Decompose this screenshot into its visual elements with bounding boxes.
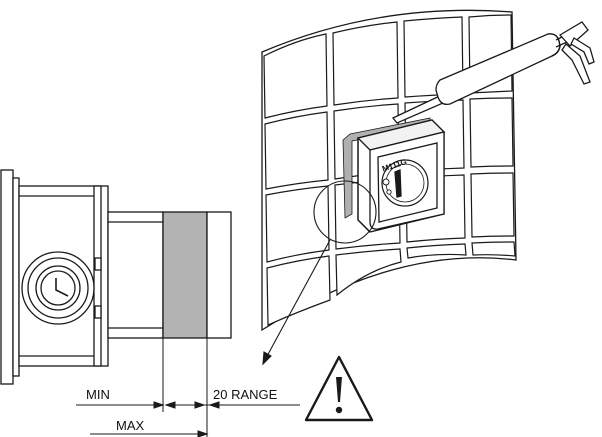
range-band: [162, 211, 208, 339]
warning-triangle-icon: [304, 355, 374, 422]
min-dimension-label: MIN: [86, 387, 110, 402]
dimension-lines: [76, 338, 300, 437]
caulking-gun-icon: [391, 21, 595, 124]
max-dimension-label: MAX: [116, 418, 145, 433]
valve-side-view: [0, 169, 232, 385]
detail-callout: [262, 180, 377, 366]
range-dimension-label: 20 RANGE: [213, 387, 278, 402]
mounting-box: [356, 119, 446, 233]
